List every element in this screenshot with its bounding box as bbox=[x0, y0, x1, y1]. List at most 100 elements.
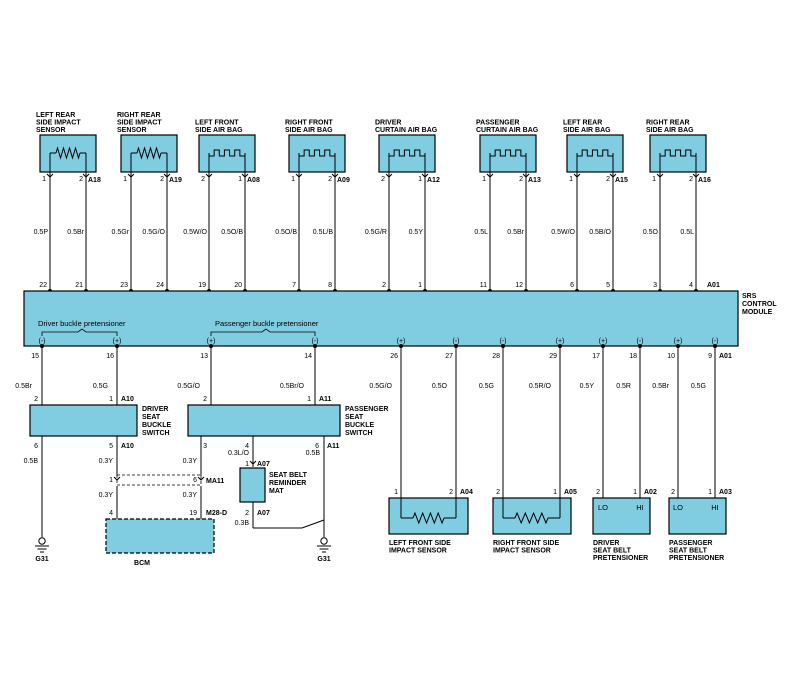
ground-symbol: G31 bbox=[317, 537, 331, 563]
wire-spec: 0.5O/B bbox=[275, 229, 297, 236]
connector-id: A07 bbox=[257, 461, 270, 468]
wire-spec: 0.5Gr bbox=[111, 229, 129, 236]
component-title: SENSOR bbox=[36, 127, 66, 134]
wire-spec: 0.5Y bbox=[409, 229, 424, 236]
pin-number: 2 bbox=[203, 396, 207, 403]
module-terminal: 10 bbox=[667, 353, 675, 360]
switch-title: SEAT bbox=[345, 414, 364, 421]
polarity: (-) bbox=[500, 338, 507, 345]
pin-number: 1 bbox=[633, 489, 637, 496]
module-title: SRS bbox=[742, 293, 757, 300]
pin-number: 2 bbox=[519, 176, 523, 183]
component-title: SIDE AIR BAG bbox=[646, 127, 694, 134]
component-title: IMPACT SENSOR bbox=[493, 548, 551, 555]
pin-number: 6 bbox=[193, 477, 197, 484]
connector-id: A18 bbox=[88, 177, 101, 184]
module-terminal: 28 bbox=[492, 353, 500, 360]
mat-title: REMINDER bbox=[269, 480, 306, 487]
polarity: (+) bbox=[207, 338, 216, 345]
pin-number: 2 bbox=[381, 176, 385, 183]
pin-number: 1 bbox=[123, 176, 127, 183]
module-terminal: 14 bbox=[304, 353, 312, 360]
wire-spec: 0.3B bbox=[235, 520, 250, 527]
component-title: SIDE IMPACT bbox=[117, 120, 162, 127]
passenger-pretensioner-label: Passenger buckle pretensioner bbox=[215, 319, 319, 328]
component-title: DRIVER bbox=[593, 540, 619, 547]
pin-number: 6 bbox=[34, 443, 38, 450]
pin-number: 3 bbox=[203, 443, 207, 450]
wire-spec: 0.5O bbox=[643, 229, 659, 236]
pin-number: 1 bbox=[42, 176, 46, 183]
switch-title: DRIVER bbox=[142, 406, 168, 413]
polarity: (+) bbox=[113, 338, 122, 345]
pin-number: 1 bbox=[482, 176, 486, 183]
switch-box bbox=[187, 404, 341, 437]
resistor-symbol bbox=[514, 511, 549, 525]
resistor-symbol bbox=[136, 146, 162, 160]
component-title: PRETENSIONER bbox=[669, 555, 724, 562]
pin-number: 1 bbox=[245, 461, 249, 468]
connector-mark bbox=[197, 476, 205, 481]
connector-id: A19 bbox=[169, 177, 182, 184]
switch-title: BUCKLE bbox=[345, 422, 374, 429]
module-title: CONTROL bbox=[742, 301, 777, 308]
component-title: RIGHT REAR bbox=[646, 120, 690, 127]
pin-number: 2 bbox=[689, 176, 693, 183]
pin-number: 19 bbox=[189, 510, 197, 517]
module-terminal: 26 bbox=[390, 353, 398, 360]
connector-id: A07 bbox=[257, 510, 270, 517]
component-title: CURTAIN AIR BAG bbox=[476, 127, 539, 134]
wire-spec: 0.5P bbox=[34, 229, 49, 236]
mat-title: SEAT BELT bbox=[269, 472, 308, 479]
squib-coil-symbol bbox=[209, 149, 245, 157]
polarity: (-) bbox=[453, 338, 460, 345]
wire-spec: 0.5O bbox=[432, 383, 448, 390]
wire-spec: 0.5Br bbox=[15, 383, 32, 390]
switch-title: SEAT bbox=[142, 414, 161, 421]
lo-label: LO bbox=[673, 503, 683, 512]
wire-spec: 0.5L/B bbox=[313, 229, 334, 236]
driver-pretensioner-label: Driver buckle pretensioner bbox=[38, 319, 126, 328]
pin-number: 1 bbox=[553, 489, 557, 496]
component-box bbox=[388, 497, 469, 535]
component-title: SIDE IMPACT bbox=[36, 120, 81, 127]
wire-spec: 0.5B/O bbox=[589, 229, 611, 236]
component-title: LEFT FRONT bbox=[195, 120, 239, 127]
pin-number: 2 bbox=[596, 489, 600, 496]
pin-number: 2 bbox=[160, 176, 164, 183]
pin-number: 2 bbox=[79, 176, 83, 183]
hi-label: HI bbox=[711, 503, 719, 512]
pin-number: 4 bbox=[109, 510, 113, 517]
pin-number: 1 bbox=[652, 176, 656, 183]
pin-number: 1 bbox=[109, 477, 113, 484]
module-terminal: 11 bbox=[480, 282, 487, 289]
mat-title: MAT bbox=[269, 488, 284, 495]
connector-id: A12 bbox=[427, 177, 440, 184]
switch-title: BUCKLE bbox=[142, 422, 171, 429]
switch-title: SWITCH bbox=[142, 430, 170, 437]
component-title: RIGHT FRONT bbox=[285, 120, 334, 127]
module-terminal: 23 bbox=[120, 282, 128, 289]
wire-spec: 0.5L bbox=[680, 229, 694, 236]
pin-number: 2 bbox=[606, 176, 610, 183]
switch-box bbox=[29, 404, 138, 437]
wire-spec: 0.5G/O bbox=[177, 383, 200, 390]
wire-spec: 0.5O/B bbox=[221, 229, 243, 236]
module-terminal: 22 bbox=[39, 282, 47, 289]
module-terminal: 21 bbox=[75, 282, 83, 289]
squib-coil-symbol bbox=[660, 149, 696, 157]
module-terminal: 4 bbox=[689, 282, 693, 289]
module-terminal: 3 bbox=[653, 282, 657, 289]
component-title: SIDE AIR BAG bbox=[563, 127, 611, 134]
component-title: PRETENSIONER bbox=[593, 555, 648, 562]
component-box bbox=[378, 134, 436, 173]
squib-coil-symbol bbox=[389, 149, 425, 157]
module-connector-id: A01 bbox=[719, 353, 732, 360]
polarity: (-) bbox=[39, 338, 46, 345]
